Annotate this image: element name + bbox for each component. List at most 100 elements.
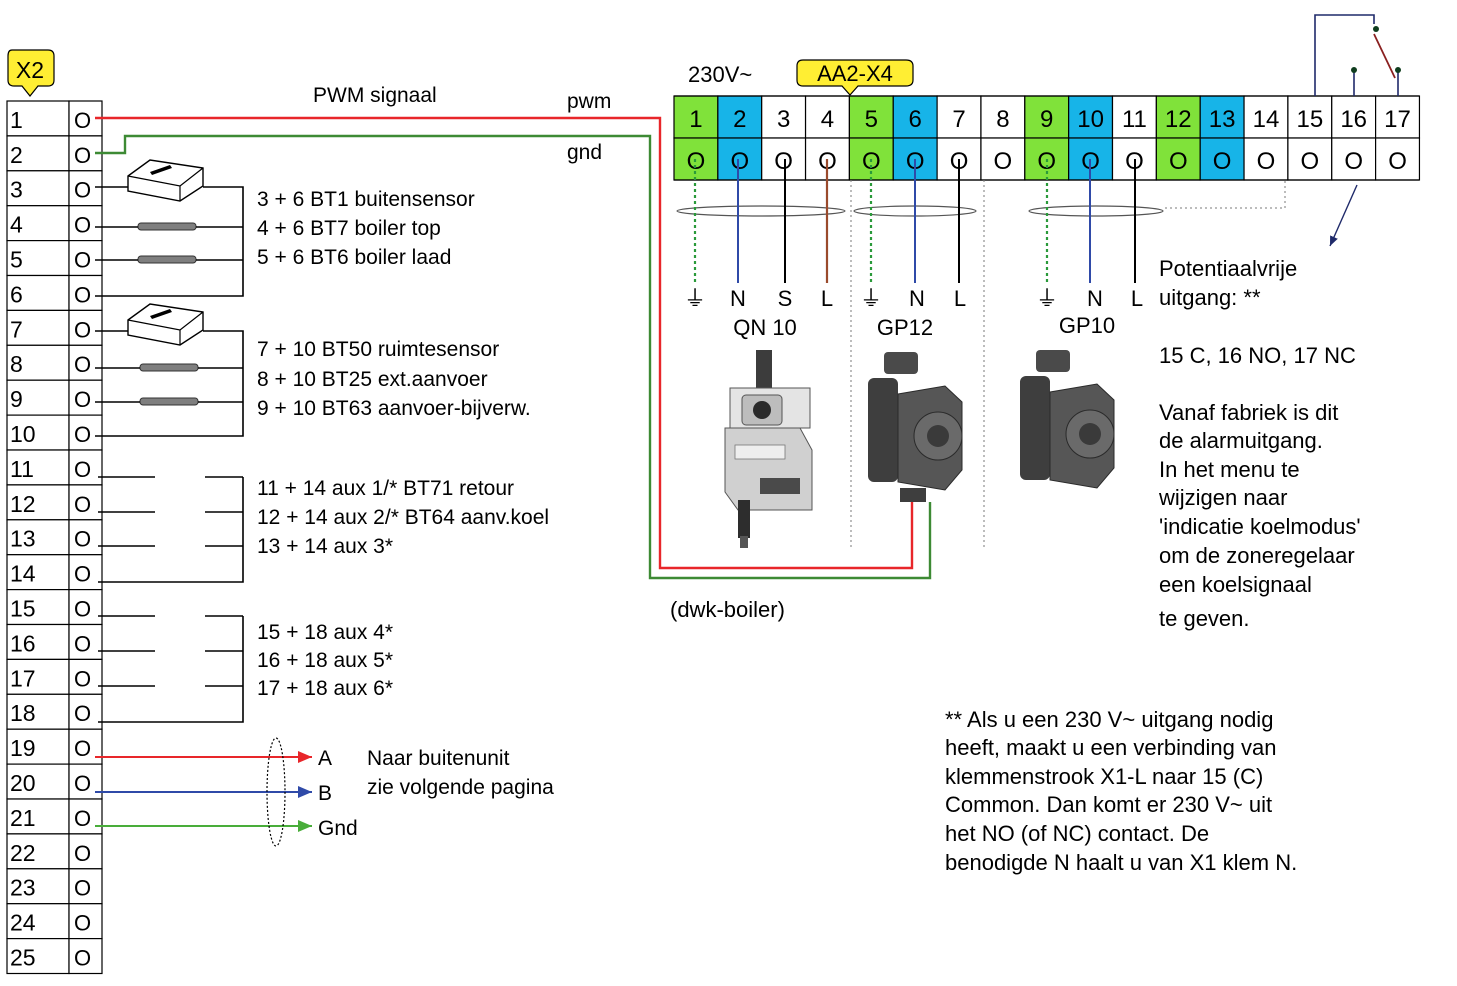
relay-factory-text: een koelsignaal — [1159, 572, 1312, 597]
aa2-x4-terminal-number: 14 — [1253, 106, 1280, 133]
qn10-pin-s: S — [778, 286, 793, 311]
x2-row-number: 17 — [10, 665, 36, 691]
aux-label: 13 + 14 aux 3* — [257, 535, 393, 558]
x2-terminal-symbol: O — [74, 143, 91, 168]
aa2-x4-terminal-number: 2 — [733, 106, 746, 133]
aa2-x4-block: 230V~ AA2-X4 1O2O3O4O5O6O7O8O9O10O11O12O… — [673, 59, 1421, 181]
relay-factory-text: de alarmuitgang. — [1159, 428, 1323, 453]
aa2-x4-terminal: 13O — [1199, 95, 1245, 181]
aa2-x4-terminal-symbol: O — [1344, 148, 1363, 175]
x2-row-number: 15 — [10, 596, 36, 622]
aa2-x4-terminal-number: 7 — [952, 106, 965, 133]
x2-row-number: 16 — [10, 630, 36, 656]
sensor-label: 7 + 10 BT50 ruimtesensor — [257, 338, 499, 361]
pwm-wires: PWM signaal pwm gnd — [95, 84, 932, 580]
relay-factory-text: om de zoneregelaar — [1159, 543, 1355, 568]
x2-row-number: 23 — [10, 875, 36, 901]
relay-factory-text: wijzigen naar — [1158, 485, 1287, 510]
x2-row-number: 2 — [10, 142, 23, 168]
x2-terminal-symbol: O — [74, 527, 91, 552]
aa2-x4-terminal: 17O — [1374, 95, 1421, 181]
circulation-pump-icon — [1020, 350, 1115, 489]
aa2-x4-terminal-symbol: O — [1169, 148, 1188, 175]
aa2-x4-terminal-number: 1 — [689, 106, 702, 133]
aa2-x4-terminal-number: 12 — [1165, 106, 1192, 133]
relay-text: 15 C, 16 NO, 17 NC — [1159, 343, 1356, 368]
aux-label: 15 + 18 aux 4* — [257, 621, 393, 644]
aa2-x4-terminal: 3O — [761, 95, 807, 181]
aa2-x4-terminal-number: 17 — [1384, 106, 1411, 133]
gp12-group: ⏚ N L GP12 — [860, 286, 966, 502]
x2-row-number: 11 — [10, 456, 34, 482]
outdoor-sensor-icon — [127, 159, 204, 202]
x2-title: X2 — [16, 57, 44, 83]
x2-terminal-symbol: O — [74, 911, 91, 936]
tube-sensor-icon — [137, 255, 197, 264]
pwm-signal-label: PWM signaal — [313, 84, 437, 107]
relay-text: Potentiaalvrije — [1159, 256, 1297, 281]
aux-label: 12 + 14 aux 2/* BT64 aanv.koel — [257, 506, 549, 529]
qn10-pin-l: L — [821, 286, 833, 311]
relay-factory-text: In het menu te — [1159, 457, 1300, 482]
cable-bundle-ellipse — [266, 737, 286, 847]
aa2-x4-terminal-symbol: O — [1300, 148, 1319, 175]
gnd-tag: gnd — [567, 141, 602, 164]
relay-description: Potentiaalvrije uitgang: ** 15 C, 16 NO,… — [1158, 256, 1361, 631]
aa2-x4-terminal-number: 11 — [1122, 106, 1147, 133]
x2-terminal-symbol: O — [74, 248, 91, 273]
aa2-x4-terminal: 14O — [1243, 95, 1289, 181]
aa2-x4-terminal-number: 15 — [1296, 106, 1323, 133]
x2-terminal-symbol: O — [74, 178, 91, 203]
x2-terminal-symbol: O — [74, 213, 91, 238]
gp12-pin-n: N — [909, 286, 925, 311]
aa2-x4-title: AA2-X4 — [817, 61, 893, 86]
aa2-x4-terminal-number: 8 — [996, 106, 1009, 133]
x2-terminal-symbol: O — [74, 701, 91, 726]
x2-row-number: 14 — [10, 561, 36, 587]
sensor-label: 3 + 6 BT1 buitensensor — [257, 188, 475, 211]
x2-terminal-symbol: O — [74, 771, 91, 796]
gp12-label: GP12 — [877, 315, 933, 340]
aa2-x4-terminal-number: 6 — [908, 106, 921, 133]
footnote-line: benodigde N haalt u van X1 klem N. — [945, 850, 1297, 875]
x2-row-number: 10 — [10, 421, 36, 447]
sensor-label: 8 + 10 BT25 ext.aanvoer — [257, 368, 488, 391]
gp10-label: GP10 — [1059, 313, 1115, 338]
aa2-x4-terminal-symbol: O — [1257, 148, 1276, 175]
aa2-x4-badge: AA2-X4 — [796, 59, 914, 96]
relay-factory-text: 'indicatie koelmodus' — [1159, 514, 1361, 539]
x2-terminal-symbol: O — [74, 492, 91, 517]
x2-terminal-symbol: O — [74, 736, 91, 761]
footnote-line: heeft, maakt u een verbinding van — [945, 735, 1276, 760]
qn10-pin-earth: ⏚ — [684, 287, 706, 312]
qn10-pin-n: N — [730, 286, 746, 311]
x2-terminal-symbol: O — [74, 457, 91, 482]
circulation-pump-icon — [868, 352, 963, 502]
gp10-pin-earth: ⏚ — [1036, 287, 1058, 312]
tube-sensor-icon — [139, 363, 199, 372]
qn10-label: QN 10 — [733, 315, 797, 340]
relay-text: uitgang: ** — [1159, 285, 1261, 310]
x2-terminal-symbol: O — [74, 422, 91, 447]
x2-terminal-symbol: O — [74, 352, 91, 377]
aa2-x4-terminal-symbol: O — [774, 148, 793, 175]
aa2-x4-terminal-symbol: O — [730, 148, 749, 175]
footnote-line: Common. Dan komt er 230 V~ uit — [945, 792, 1272, 817]
sensor-label: 5 + 6 BT6 boiler laad — [257, 246, 451, 269]
x2-row: 11 O — [6, 449, 103, 486]
x2-row-number: 13 — [10, 526, 36, 552]
bus-b-label: B — [318, 782, 332, 805]
aux-label: 11 + 14 aux 1/* BT71 retour — [257, 477, 514, 500]
terminal-wires — [693, 159, 1136, 548]
aa2-x4-terminal: 2O — [717, 95, 763, 181]
